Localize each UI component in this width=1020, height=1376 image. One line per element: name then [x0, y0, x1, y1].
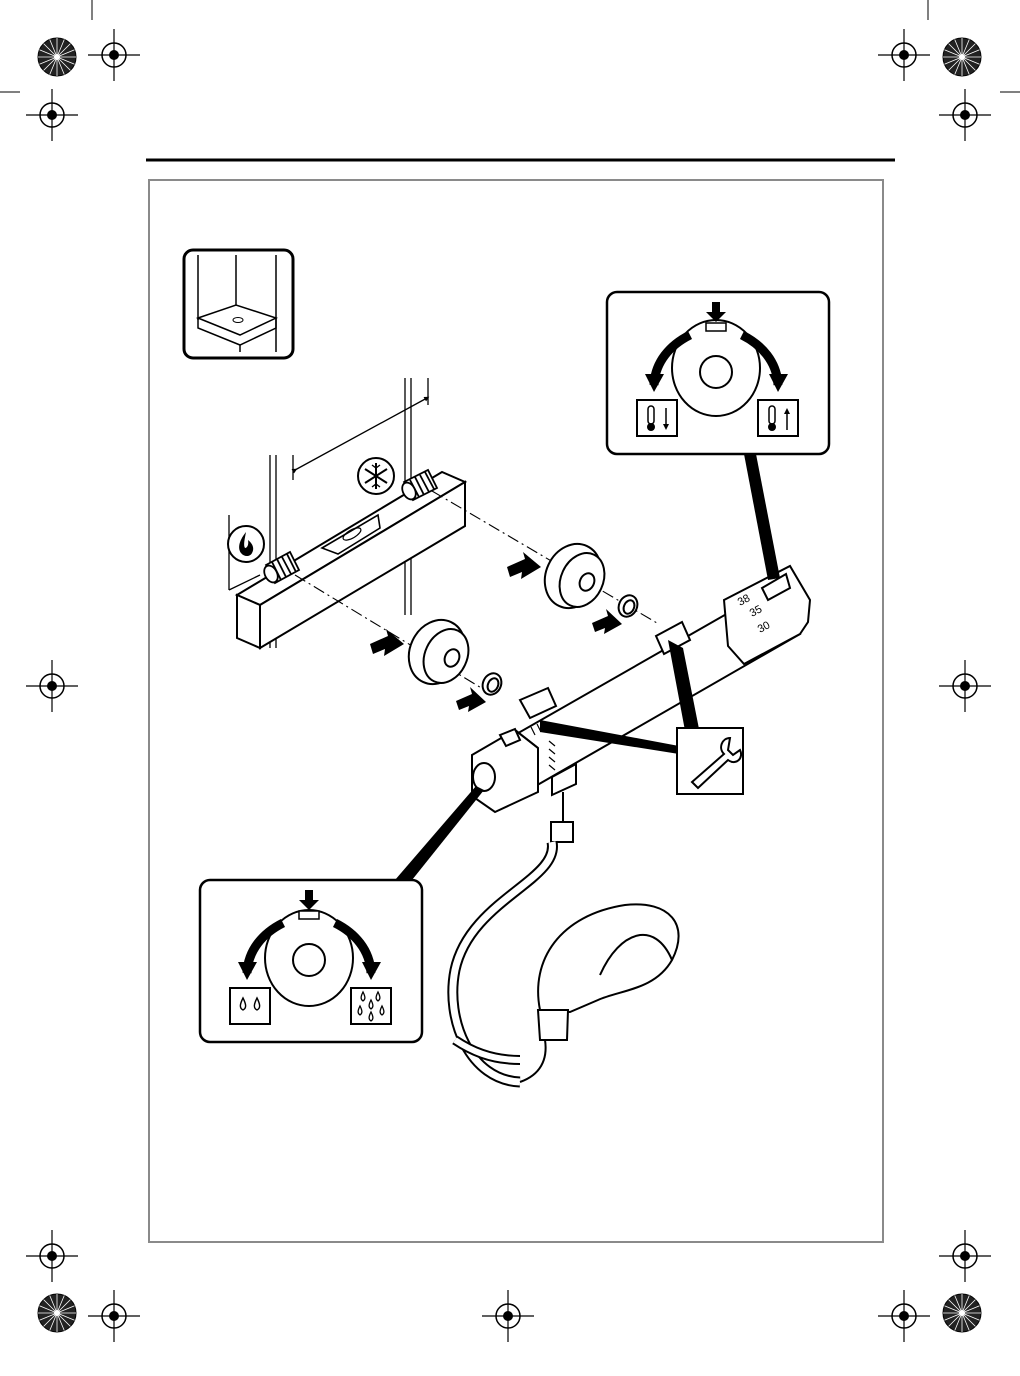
seal-washer-upper [615, 592, 641, 620]
hand-shower [520, 904, 679, 1082]
snowflake-icon [358, 458, 394, 494]
escutcheon-lower [399, 611, 477, 694]
water-drops-low-icon [230, 988, 270, 1024]
water-drops-high-icon [351, 988, 391, 1024]
center-distance-dimension [293, 378, 428, 480]
thermostatic-mixer [472, 566, 810, 812]
thermometer-up-icon [758, 400, 798, 436]
seal-washer-lower [479, 670, 505, 698]
flame-icon [228, 526, 264, 562]
shower-cubicle-icon [184, 250, 293, 358]
print-registration-marks [0, 0, 1020, 1342]
thermometer-down-icon [637, 400, 677, 436]
escutcheon-upper [535, 535, 613, 618]
